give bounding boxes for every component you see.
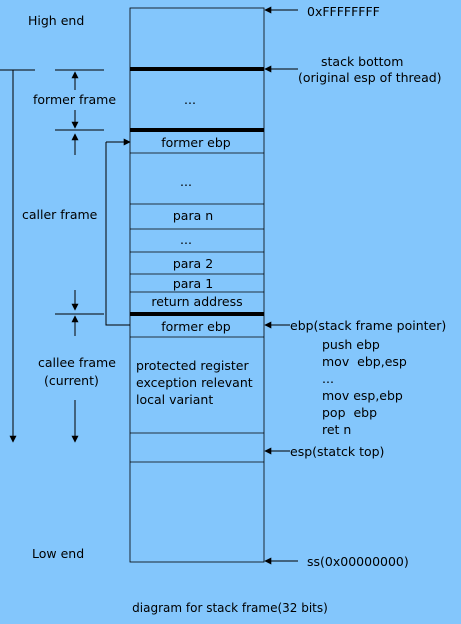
prologue-epilogue-code: push ebp mov ebp,esp ... mov esp,ebp pop… <box>322 337 407 437</box>
saved-ebp-link-arrow <box>105 138 131 326</box>
pointer-stack-bottom-1: stack bottom <box>321 54 403 69</box>
code-line: pop ebp <box>322 405 377 420</box>
cell-dots-mid: ... <box>180 174 192 189</box>
cell-dividers <box>130 152 264 463</box>
cell-former-ebp-2: former ebp <box>161 319 231 334</box>
code-line: ret n <box>322 422 351 437</box>
label-callee-frame: callee frame <box>38 355 116 370</box>
code-line: ... <box>322 371 334 386</box>
cell-return-address: return address <box>151 294 242 309</box>
code-line: push ebp <box>322 337 380 352</box>
cell-dots-para: ... <box>180 232 192 247</box>
cell-callee-line-3: local variant <box>136 392 213 407</box>
cell-para-2: para 2 <box>173 256 213 271</box>
pointer-ss: ss(0x00000000) <box>307 554 409 569</box>
stack-column <box>129 7 265 563</box>
diagram-caption: diagram for stack frame(32 bits) <box>132 601 328 615</box>
frame-extent-markers <box>55 69 104 443</box>
cell-callee-line-2: exception relevant <box>136 375 253 390</box>
code-line: mov ebp,esp <box>322 354 407 369</box>
label-caller-frame: caller frame <box>22 207 98 222</box>
label-former-frame: former frame <box>33 92 116 107</box>
cell-former-ebp-1: former ebp <box>161 135 231 150</box>
code-line: mov esp,ebp <box>322 388 403 403</box>
cell-para-1: para 1 <box>173 276 213 291</box>
cell-dots-top: ... <box>184 92 196 107</box>
pointer-top-address: 0xFFFFFFFF <box>307 4 380 19</box>
label-callee-current: (current) <box>44 373 99 388</box>
stack-direction-arrow <box>0 69 35 443</box>
label-low-end: Low end <box>32 546 84 561</box>
pointer-ebp: ebp(stack frame pointer) <box>290 318 446 333</box>
cell-callee-line-1: protected register <box>136 358 249 373</box>
pointer-stack-bottom-2: (original esp of thread) <box>298 70 442 85</box>
pointer-esp: esp(statck top) <box>290 444 384 459</box>
label-high-end: High end <box>28 13 84 28</box>
pointer-arrows <box>264 6 298 565</box>
cell-para-n: para n <box>173 208 213 223</box>
